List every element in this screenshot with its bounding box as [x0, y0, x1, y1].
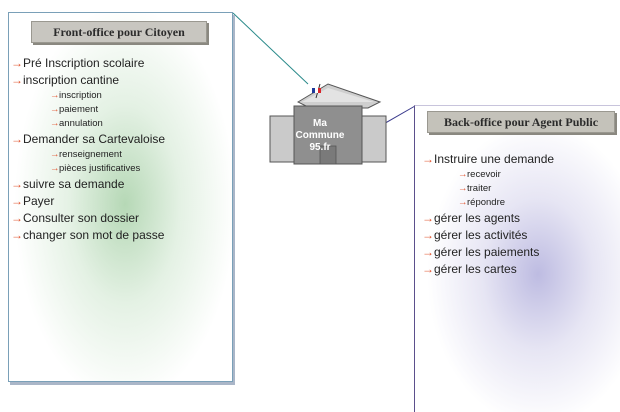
arrow-right-icon: → [422, 211, 434, 225]
list-item: →Consulter son dossier [11, 210, 165, 227]
list-item-label: Instruire une demande [434, 152, 555, 166]
list-item: →Demander sa Cartevaloise [11, 131, 165, 148]
center-label: Ma Commune 95.fr [290, 118, 350, 154]
sub-list-item: →paiement [11, 103, 165, 117]
arrow-right-icon: → [11, 73, 23, 87]
left-wing [269, 115, 297, 163]
list-item: →gérer les agents [422, 210, 554, 227]
list-item-label: changer son mot de passe [23, 228, 165, 242]
list-item-label: inscription cantine [23, 73, 120, 87]
arrow-right-icon: → [50, 104, 60, 115]
list-item-label: traiter [467, 183, 492, 194]
center-label-line: Commune [295, 130, 345, 141]
town-hall-icon [269, 83, 387, 165]
list-item: →suivre sa demande [11, 176, 165, 193]
list-item-label: Demander sa Cartevaloise [23, 132, 166, 146]
list-item: →Payer [11, 193, 165, 210]
french-flag-icon [312, 83, 321, 99]
list-item: →Instruire une demande [422, 151, 554, 168]
arrow-right-icon: → [50, 118, 60, 129]
arrow-right-icon: → [11, 132, 23, 146]
list-item-label: Pré Inscription scolaire [23, 56, 145, 70]
list-item-label: paiement [59, 104, 99, 115]
arrow-right-icon: → [50, 90, 60, 101]
list-item-label: Payer [23, 194, 55, 208]
list-item-label: recevoir [467, 169, 501, 180]
sub-list-item: →répondre [422, 196, 554, 210]
list-item-label: pièces justificatives [59, 163, 141, 174]
list-item-label: renseignement [59, 149, 122, 160]
arrow-right-icon: → [458, 197, 468, 208]
arrow-right-icon: → [11, 177, 23, 191]
arrow-right-icon: → [422, 228, 434, 242]
list-item-label: suivre sa demande [23, 177, 125, 191]
sub-list-item: →traiter [422, 182, 554, 196]
list-item-label: gérer les cartes [434, 262, 517, 276]
arrow-right-icon: → [422, 245, 434, 259]
sub-list-item: →renseignement [11, 148, 165, 162]
arrow-right-icon: → [11, 194, 23, 208]
list-item-label: Consulter son dossier [23, 211, 140, 225]
arrow-right-icon: → [50, 163, 60, 174]
back-office-title: Back-office pour Agent Public [427, 111, 615, 133]
center-label-line: 95.fr [309, 142, 331, 153]
door [319, 145, 337, 165]
arrow-right-icon: → [50, 149, 60, 160]
right-wing [359, 115, 387, 163]
list-item: →Pré Inscription scolaire [11, 55, 165, 72]
sub-list-item: →inscription [11, 89, 165, 103]
arrow-right-icon: → [422, 152, 434, 166]
front-office-connector [232, 12, 309, 85]
list-item: →inscription cantine [11, 72, 165, 89]
sub-list-item: →annulation [11, 117, 165, 131]
list-item-label: répondre [467, 197, 506, 208]
sub-list-item: →pièces justificatives [11, 162, 165, 176]
arrow-right-icon: → [11, 211, 23, 225]
list-item-label: gérer les agents [434, 211, 521, 225]
sub-list-item: →recevoir [422, 168, 554, 182]
arrow-right-icon: → [458, 183, 468, 194]
arrow-right-icon: → [422, 262, 434, 276]
list-item-label: gérer les activités [434, 228, 528, 242]
list-item-label: inscription [59, 90, 102, 101]
back-office-list: →Instruire une demande→recevoir→traiter→… [422, 151, 554, 278]
list-item-label: gérer les paiements [434, 245, 540, 259]
arrow-right-icon: → [11, 56, 23, 70]
front-office-title: Front-office pour Citoyen [31, 21, 207, 43]
front-office-list: →Pré Inscription scolaire→inscription ca… [11, 55, 165, 244]
list-item: →gérer les paiements [422, 244, 554, 261]
front-office-panel: Front-office pour Citoyen →Pré Inscripti… [8, 12, 233, 382]
arrow-right-icon: → [458, 169, 468, 180]
list-item: →gérer les cartes [422, 261, 554, 278]
list-item: →gérer les activités [422, 227, 554, 244]
arrow-right-icon: → [11, 228, 23, 242]
list-item-label: annulation [59, 118, 103, 129]
list-item: →changer son mot de passe [11, 227, 165, 244]
center-label-line: Ma [313, 118, 327, 129]
back-office-panel: Back-office pour Agent Public →Instruire… [414, 105, 620, 412]
